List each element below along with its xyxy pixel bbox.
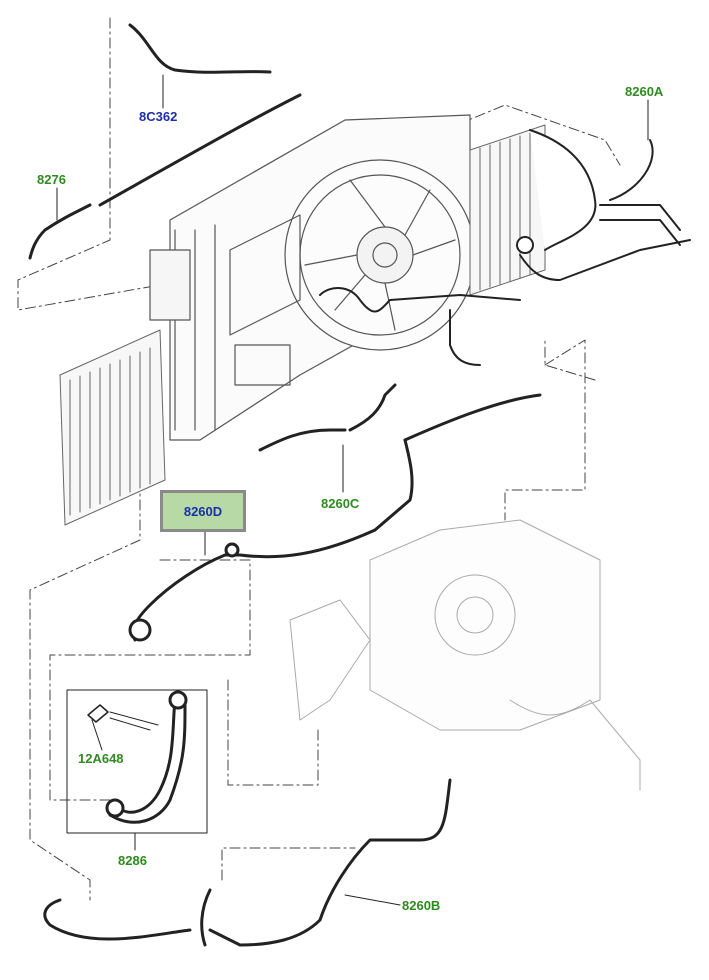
label-8260B: 8260B <box>402 898 441 913</box>
label-12A648: 12A648 <box>78 751 124 766</box>
label-8260A: 8260A <box>625 84 664 99</box>
clip-12A648 <box>87 704 159 731</box>
label-8C362: 8C362 <box>139 109 178 124</box>
hose-8276 <box>28 203 92 260</box>
engine-block <box>289 519 641 791</box>
label-8260C: 8260C <box>321 496 360 511</box>
hose-8260A <box>516 129 691 281</box>
highlighted-part-label-box: 8260D <box>160 490 246 532</box>
hose-8C362 <box>98 23 302 207</box>
label-8286: 8286 <box>118 853 147 868</box>
hose-8260D <box>128 528 377 642</box>
leader-lines <box>56 74 649 906</box>
hose-fan-return <box>319 287 521 366</box>
hose-8260B <box>43 778 452 947</box>
inset-box-8286 <box>66 689 208 834</box>
hose-8260C <box>258 383 542 532</box>
label-8260D: 8260D <box>183 504 223 519</box>
hose-8286 <box>105 690 188 824</box>
condenser-left <box>59 329 166 526</box>
label-8276: 8276 <box>37 172 66 187</box>
radiator-assembly <box>149 114 476 441</box>
